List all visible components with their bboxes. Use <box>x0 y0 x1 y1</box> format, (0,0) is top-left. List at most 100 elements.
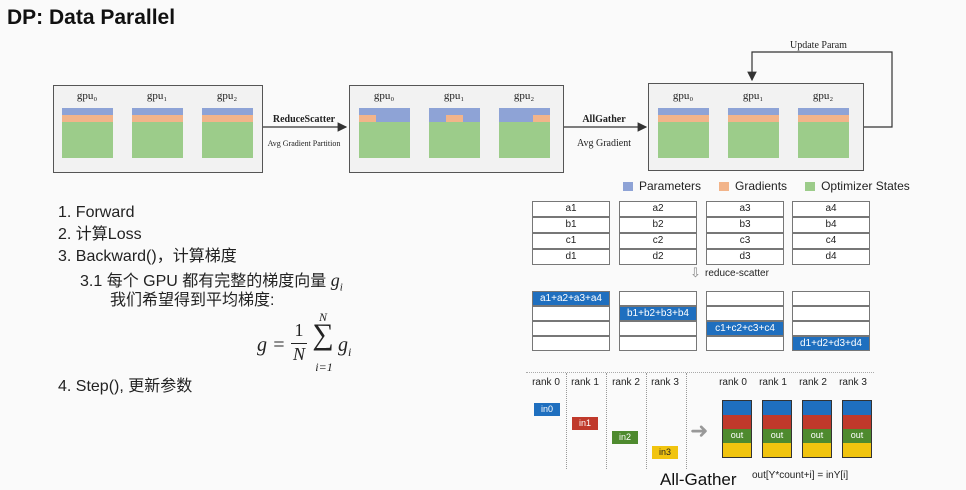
rs-cell: b1 <box>532 217 610 233</box>
rs-empty-cell <box>706 291 784 306</box>
gpu-label: gpu₁ <box>443 90 465 102</box>
gpu-memory-block <box>798 108 849 158</box>
rs-cell: d4 <box>792 249 870 265</box>
out-seg: out <box>803 429 831 443</box>
legend-swatch-optimizer <box>805 181 816 191</box>
rs-result: a1+a2+a3+a4 <box>532 291 610 306</box>
gpu-memory-block <box>359 108 410 158</box>
rs-cell: b2 <box>619 217 697 233</box>
rs-empty-cell <box>792 306 870 321</box>
out-seg <box>843 443 871 457</box>
rs-empty-cell <box>792 291 870 306</box>
rs-empty-cell <box>532 306 610 321</box>
rs-empty-cell <box>792 321 870 336</box>
gpu-label: gpu₁ <box>146 90 168 102</box>
out-seg <box>723 401 751 415</box>
gpu-label: gpu₁ <box>742 90 764 102</box>
avg-gradient-formula: g = 1 N N ∑ i=1 gi <box>257 310 377 380</box>
flow-arrows <box>262 51 893 132</box>
rs-empty-cell <box>619 321 697 336</box>
rank-label: rank 2 <box>799 377 827 388</box>
gpu-memory-block <box>499 108 550 158</box>
rs-cell: b4 <box>792 217 870 233</box>
rs-cell: a4 <box>792 201 870 217</box>
gpu-memory-block <box>62 108 113 158</box>
input-block: in1 <box>572 417 598 430</box>
page-title: DP: Data Parallel <box>7 6 176 29</box>
gpu-memory-block <box>202 108 253 158</box>
formula-lhs: g = <box>257 334 286 356</box>
output-stack: out <box>722 400 752 458</box>
update-param-arrow <box>747 51 893 128</box>
rs-empty-cell <box>532 321 610 336</box>
legend-label: Gradients <box>735 179 788 193</box>
step-3: 3. Backward()，计算梯度 <box>58 248 237 265</box>
out-seg <box>803 415 831 429</box>
step-1: 1. Forward <box>58 204 135 221</box>
gradient-var: gi <box>330 270 343 294</box>
rank-label: rank 1 <box>571 377 599 388</box>
rs-output-col-0: a1+a2+a3+a4 <box>532 291 610 351</box>
rs-input-col-3: a4 b4 c4 d4 <box>792 201 870 265</box>
out-seg <box>803 401 831 415</box>
legend: Parameters Gradients Optimizer States <box>623 179 910 193</box>
rs-output-col-1: b1+b2+b3+b4 <box>619 291 697 351</box>
out-seg <box>803 443 831 457</box>
out-seg <box>763 415 791 429</box>
term-g: g <box>338 334 348 356</box>
sum-sign: ∑ <box>312 318 334 351</box>
gpu-memory-block <box>429 108 480 158</box>
rs-output-col-2: c1+c2+c3+c4 <box>706 291 784 351</box>
gpu-label: gpu₂ <box>216 90 238 102</box>
rs-input-col-1: a2 b2 c2 d2 <box>619 201 697 265</box>
rs-cell: c3 <box>706 233 784 249</box>
gpu-group-initial: gpu₀ gpu₁ gpu₂ <box>53 85 263 173</box>
output-stack: out <box>802 400 832 458</box>
rank-divider <box>606 373 607 469</box>
rank-label: rank 0 <box>719 377 747 388</box>
rs-cell: d2 <box>619 249 697 265</box>
rs-result: b1+b2+b3+b4 <box>619 306 697 321</box>
formula-den: N <box>292 344 305 364</box>
rs-output-col-3: d1+d2+d3+d4 <box>792 291 870 351</box>
rs-cell: b3 <box>706 217 784 233</box>
out-seg: out <box>723 429 751 443</box>
rs-cell: d3 <box>706 249 784 265</box>
out-seg: out <box>843 429 871 443</box>
input-block: in2 <box>612 431 638 444</box>
gpu-group-reduced: gpu₀ gpu₁ gpu₂ <box>349 85 564 173</box>
rs-cell: c1 <box>532 233 610 249</box>
rs-result: d1+d2+d3+d4 <box>792 336 870 351</box>
out-seg <box>723 443 751 457</box>
legend-label: Parameters <box>639 179 702 193</box>
rs-cell: a2 <box>619 201 697 217</box>
rs-empty-cell <box>532 336 610 351</box>
output-stack: out <box>762 400 792 458</box>
rs-empty-cell <box>706 336 784 351</box>
update-param-label: Update Param <box>790 40 847 51</box>
allgather-sub: Avg Gradient <box>577 138 631 149</box>
rank-label: rank 3 <box>839 377 867 388</box>
var-sub: i <box>339 281 343 294</box>
substep-line1: 3.1 每个 GPU 都有完整的梯度向量 gi <box>80 269 343 299</box>
substep-line2: 我们希望得到平均梯度: <box>110 292 275 309</box>
gpu-label: gpu₀ <box>672 90 694 102</box>
right-arrow-icon: ➜ <box>690 418 709 443</box>
var-g: g <box>330 270 340 290</box>
gpu-memory-block <box>728 108 779 158</box>
sum-lower: i=1 <box>315 360 333 374</box>
gpu-label: gpu₀ <box>373 90 395 102</box>
substep-text: 3.1 每个 GPU 都有完整的梯度向量 <box>80 273 327 290</box>
out-seg: out <box>763 429 791 443</box>
rank-divider <box>646 373 647 469</box>
gpu-memory-block <box>132 108 183 158</box>
allgather-label: AllGather <box>582 114 626 125</box>
allgather-panel: rank 0 rank 1 rank 2 rank 3 in0 in1 in2 … <box>526 372 874 469</box>
rs-input-col-2: a3 b3 c3 d3 <box>706 201 784 265</box>
reducescatter-sub: Avg Gradient Partition <box>267 139 341 148</box>
legend-swatch-parameters <box>623 181 633 191</box>
out-seg <box>843 415 871 429</box>
allgather-caption: All-Gather <box>660 470 737 489</box>
gpu-memory-block <box>658 108 709 158</box>
reducescatter-label: ReduceScatter <box>272 114 336 125</box>
